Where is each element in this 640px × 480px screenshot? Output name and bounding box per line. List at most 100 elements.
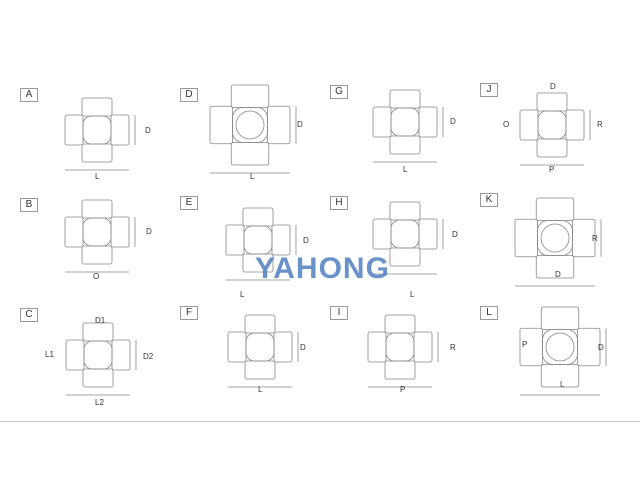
cup-left xyxy=(225,224,245,256)
dimension-label: D xyxy=(450,117,456,126)
cup-right xyxy=(110,114,130,146)
cross-body xyxy=(537,220,573,256)
cross-body xyxy=(82,115,112,145)
dimension-label: L xyxy=(560,380,565,389)
dimension-label: P xyxy=(400,385,406,394)
dimension-label: D xyxy=(555,270,561,279)
cup-left xyxy=(209,105,233,145)
panel-label-h: H xyxy=(330,196,348,210)
cup-top xyxy=(230,84,270,108)
cup-bottom xyxy=(81,245,113,265)
cup-right xyxy=(273,331,293,363)
cup-left xyxy=(227,331,247,363)
cup-left xyxy=(367,331,387,363)
watermark-logo: YAHONG xyxy=(255,252,390,285)
cup-bottom xyxy=(81,143,113,163)
cross-body xyxy=(542,329,578,365)
dimension-label: L xyxy=(250,172,255,181)
cross-body xyxy=(82,217,112,247)
dimension-label: D xyxy=(146,227,152,236)
dimension-label: D xyxy=(300,343,306,352)
panel-label-d: D xyxy=(180,88,198,102)
cup-left xyxy=(65,339,85,371)
cross-body xyxy=(390,107,420,137)
cup-right xyxy=(418,106,438,138)
panel-label-b: B xyxy=(20,198,38,212)
cup-bottom xyxy=(244,360,276,380)
cup-top xyxy=(536,92,568,112)
cup-left xyxy=(519,109,539,141)
panel-label-a: A xyxy=(20,88,38,102)
center-ring xyxy=(540,223,570,253)
dimension-label: L xyxy=(403,165,408,174)
cup-right xyxy=(111,339,131,371)
cup-left xyxy=(64,114,84,146)
dimension-label: D xyxy=(145,126,151,135)
cup-left xyxy=(64,216,84,248)
dimension-label: D xyxy=(598,343,604,352)
cross-body xyxy=(232,107,268,143)
cross-body xyxy=(385,332,415,362)
dimension-label: P xyxy=(522,340,528,349)
cross-body xyxy=(245,332,275,362)
dimension-label: O xyxy=(93,272,100,281)
cup-top xyxy=(82,322,114,342)
cup-bottom xyxy=(384,360,416,380)
cup-top xyxy=(384,314,416,334)
dimension-label: D2 xyxy=(143,352,154,361)
cup-top xyxy=(244,314,276,334)
cup-bottom xyxy=(536,138,568,158)
cross-body xyxy=(537,110,567,140)
dimension-label: L xyxy=(258,385,263,394)
cup-top xyxy=(535,197,575,221)
cross-body xyxy=(390,219,420,249)
center-ring xyxy=(235,110,265,140)
cup-right xyxy=(565,109,585,141)
dimension-label: D xyxy=(452,230,458,239)
dimension-label: R xyxy=(597,120,603,129)
cup-right xyxy=(110,216,130,248)
cup-right xyxy=(413,331,433,363)
panel-label-e: E xyxy=(180,196,198,210)
cup-bottom xyxy=(230,142,270,166)
cup-top xyxy=(242,207,274,227)
cup-top xyxy=(540,306,580,330)
cup-left xyxy=(372,218,392,250)
panel-label-g: G xyxy=(330,85,348,99)
panel-label-c: C xyxy=(20,308,38,322)
cup-top xyxy=(389,89,421,109)
cross-body xyxy=(83,340,113,370)
cup-bottom xyxy=(389,135,421,155)
panel-label-l: L xyxy=(480,306,498,320)
dimension-label: P xyxy=(549,165,555,174)
dimension-label: D xyxy=(550,82,556,91)
dimension-label: R xyxy=(592,234,598,243)
cross-body xyxy=(243,225,273,255)
dimension-label: L xyxy=(95,172,100,181)
cup-left xyxy=(372,106,392,138)
cup-bottom xyxy=(82,368,114,388)
dimension-label: L2 xyxy=(95,398,104,407)
cup-top xyxy=(81,199,113,219)
cup-top xyxy=(81,97,113,117)
divider-line xyxy=(0,421,640,422)
cup-top xyxy=(389,201,421,221)
dimension-label: L xyxy=(240,290,245,299)
dimension-label: D xyxy=(297,120,303,129)
cup-right xyxy=(418,218,438,250)
dimension-label: O xyxy=(503,120,510,129)
dimension-label: D xyxy=(303,236,309,245)
panel-label-j: J xyxy=(480,83,498,97)
panel-label-i: I xyxy=(330,306,348,320)
panel-label-f: F xyxy=(180,306,198,320)
cup-right xyxy=(577,327,601,367)
center-ring xyxy=(545,332,575,362)
dimension-label: L1 xyxy=(45,350,54,359)
dimension-label: D1 xyxy=(95,316,106,325)
cup-bottom xyxy=(389,247,421,267)
dimension-label: R xyxy=(450,343,456,352)
cup-left xyxy=(514,218,538,258)
cup-right xyxy=(267,105,291,145)
cup-right xyxy=(271,224,291,256)
